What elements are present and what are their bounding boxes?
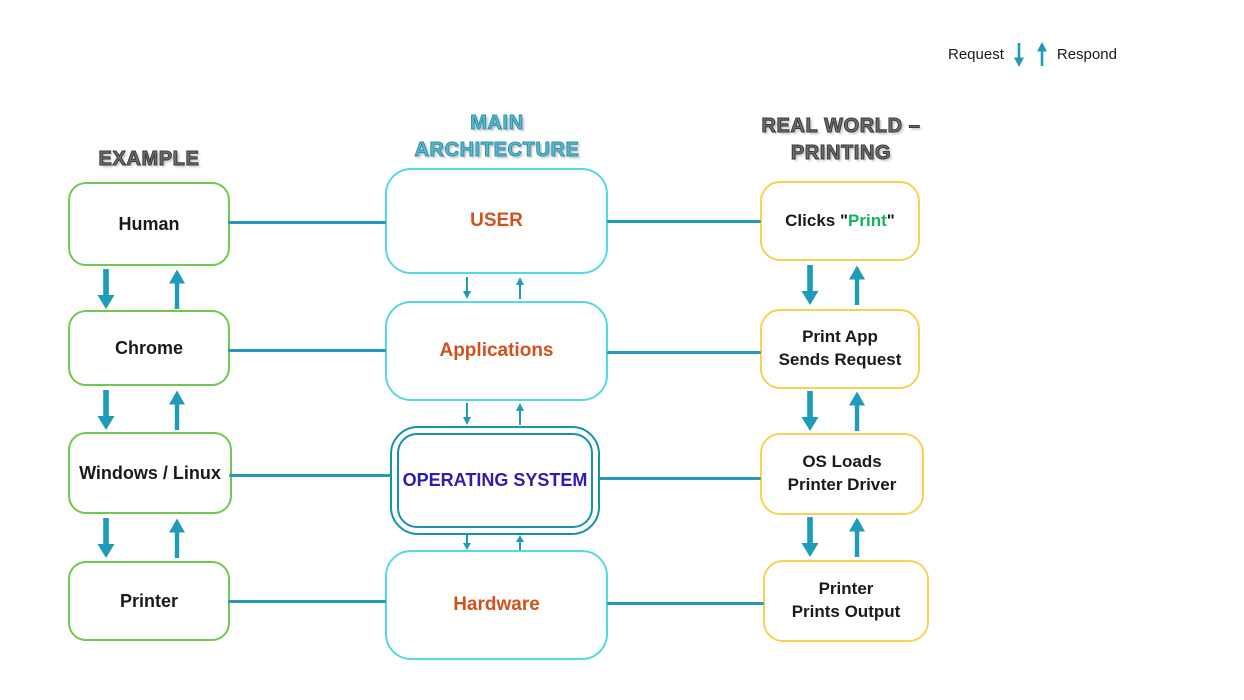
header-line: PRINTING [790, 142, 892, 165]
connector-chrome-applications [228, 349, 386, 352]
arrow-up-icon [169, 518, 185, 558]
node-label-line: Printer Driver [787, 475, 897, 494]
header-line: REAL WORLD – [761, 115, 921, 138]
clicks-print-prefix: Clicks " [785, 210, 849, 230]
connector-hardware-printer-prints [607, 602, 764, 605]
connector-applications-print-app [607, 351, 761, 354]
node-chrome: Chrome [68, 310, 230, 386]
column-header-real-world-printing: REAL WORLD – PRINTING [731, 113, 951, 167]
arrow-up-icon [169, 269, 185, 309]
node-operating-system: OPERATING SYSTEM [390, 426, 600, 535]
node-applications: Applications [385, 301, 608, 401]
connector-printer-hardware [228, 600, 386, 603]
arrow-up-icon [516, 535, 524, 550]
arrow-down-icon [463, 277, 471, 299]
arrow-down-icon [463, 535, 471, 550]
node-label: Human [118, 213, 180, 234]
header-line: ARCHITECTURE [414, 139, 580, 162]
arrow-up-icon [169, 390, 185, 430]
arrow-down-icon [97, 269, 115, 309]
clicks-print-suffix: " [886, 210, 895, 230]
arrow-down-icon [97, 390, 115, 430]
node-human: Human [68, 182, 230, 266]
arrow-down-icon [801, 517, 819, 557]
node-user: USER [385, 168, 608, 274]
clicks-print-highlight: Print [848, 210, 887, 230]
arrow-up-icon [516, 277, 524, 299]
node-clicks-print: Clicks "Print" [760, 181, 920, 261]
arrow-down-icon [97, 518, 115, 558]
node-label: OPERATING SYSTEM [402, 470, 588, 491]
node-windows-linux: Windows / Linux [68, 432, 232, 514]
arrow-down-icon [801, 391, 819, 431]
arrow-down-icon [463, 403, 471, 425]
arrow-up-icon [516, 403, 524, 425]
connector-user-clicks-print [607, 220, 761, 223]
node-hardware: Hardware [385, 550, 608, 660]
arrow-up-icon [849, 265, 865, 305]
node-printer: Printer [68, 561, 230, 641]
node-label: Windows / Linux [79, 462, 221, 483]
legend-request-arrow-icon [1013, 42, 1024, 67]
operating-system-inner-frame: OPERATING SYSTEM [397, 433, 593, 528]
node-print-app-sends-request: Print App Sends Request [760, 309, 920, 389]
node-os-loads-printer-driver: OS Loads Printer Driver [760, 433, 924, 515]
legend-respond-label: Respond [1056, 45, 1117, 63]
arrow-up-icon [849, 391, 865, 431]
legend: Request Respond [948, 38, 1117, 70]
node-label-line: Printer [818, 579, 874, 599]
node-label-line: OS Loads [802, 452, 882, 472]
node-label-line: Print App [802, 327, 878, 347]
connector-operating-system-os-loads [599, 477, 761, 480]
connector-human-user [228, 221, 386, 224]
node-label: Applications [439, 340, 554, 362]
node-label: Clicks "Print" [785, 210, 895, 233]
node-printer-prints-output: Printer Prints Output [763, 560, 929, 642]
node-label: Chrome [114, 337, 183, 358]
legend-respond-arrow-icon [1036, 41, 1047, 66]
connector-windows-operating-system [229, 474, 391, 477]
node-label-line: Prints Output [791, 602, 901, 621]
arrow-up-icon [849, 517, 865, 557]
node-label: USER [470, 210, 523, 232]
node-label: Hardware [453, 594, 540, 616]
node-label-line: Sends Request [778, 350, 902, 369]
column-header-example: EXAMPLE [98, 148, 200, 171]
column-header-main-architecture: MAIN ARCHITECTURE [377, 110, 617, 164]
legend-request-label: Request [948, 45, 1004, 63]
arrow-down-icon [801, 265, 819, 305]
node-label: Printer [119, 590, 179, 611]
header-line: MAIN [470, 112, 524, 135]
